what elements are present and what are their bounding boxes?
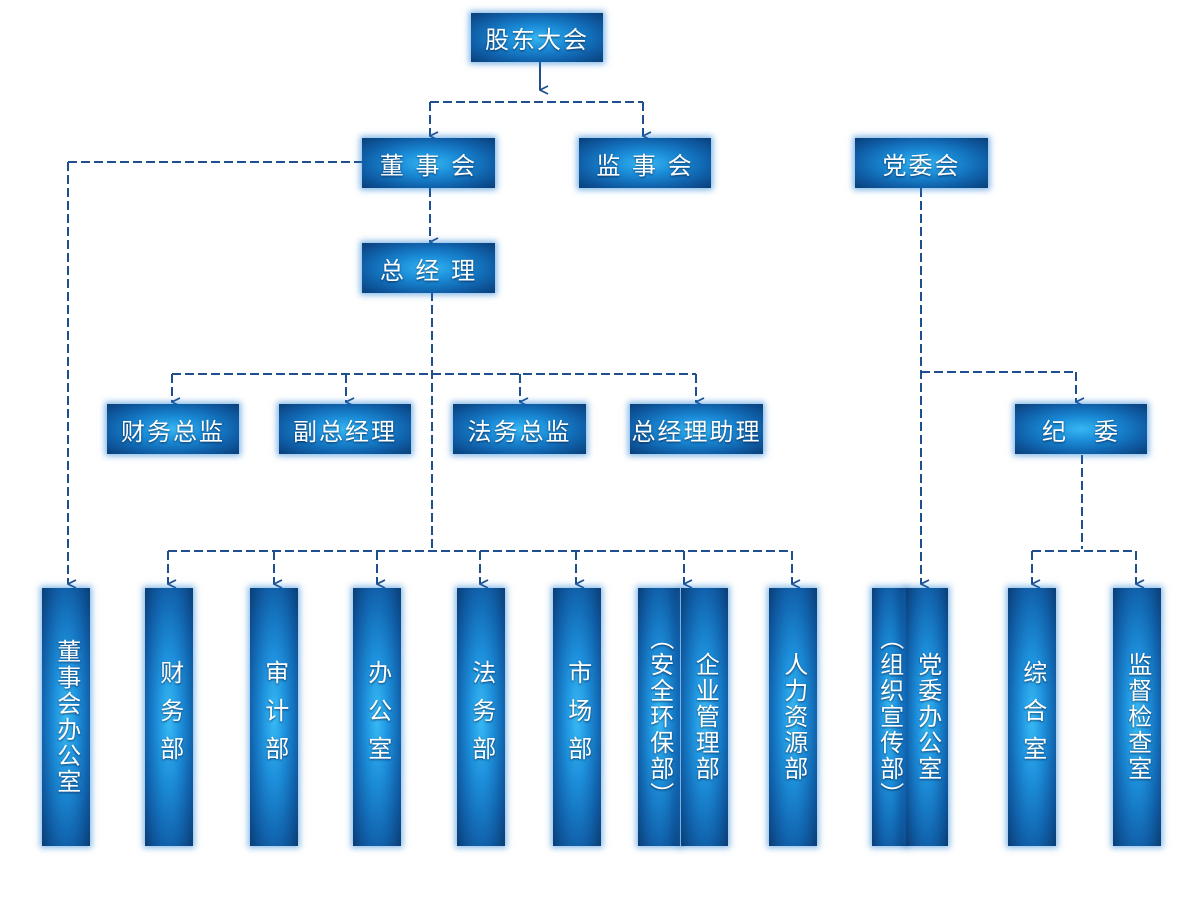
dept-enterprise-mgmt: 企业管理部 <box>681 588 728 846</box>
dept-general-office-label: 综合室 <box>1018 660 1047 774</box>
dept-safety-env-label: （安全环保部） <box>645 626 674 808</box>
dept-board-office: 董事会办公室 <box>42 588 90 846</box>
dept-legal-label: 法务部 <box>467 660 496 774</box>
dept-office: 办公室 <box>353 588 401 846</box>
dept-hr: 人力资源部 <box>769 588 817 846</box>
dept-general-office: 综合室 <box>1008 588 1056 846</box>
deputy-gm-box: 副总经理 <box>279 404 411 454</box>
dept-inspection: 监督检查室 <box>1113 588 1161 846</box>
dept-finance-label: 财务部 <box>155 660 184 774</box>
dept-board-office-label: 董事会办公室 <box>52 639 81 795</box>
dept-party-office-label: 党委办公室 <box>913 652 942 782</box>
legal-director-box: 法务总监 <box>453 404 586 454</box>
shareholders-meeting-box: 股东大会 <box>471 13 603 62</box>
gm-assistant-box: 总经理助理 <box>630 404 763 454</box>
dept-legal: 法务部 <box>457 588 505 846</box>
supervisory-board-box: 监 事 会 <box>579 138 711 188</box>
discipline-committee-box: 纪 委 <box>1015 404 1147 454</box>
dept-finance: 财务部 <box>145 588 193 846</box>
dept-organization-label: （组织宣传部） <box>875 626 904 808</box>
party-committee-box: 党委会 <box>855 138 988 188</box>
dept-inspection-label: 监督检查室 <box>1123 652 1152 782</box>
dept-market-label: 市场部 <box>563 660 592 774</box>
dept-audit-label: 审计部 <box>260 660 289 774</box>
dept-audit: 审计部 <box>250 588 298 846</box>
dept-organization: （组织宣传部） <box>872 588 906 846</box>
dept-enterprise-mgmt-label: 企业管理部 <box>691 652 720 782</box>
dept-market: 市场部 <box>553 588 601 846</box>
dept-party-office: 党委办公室 <box>906 588 948 846</box>
dept-hr-label: 人力资源部 <box>779 652 808 782</box>
general-manager-box: 总 经 理 <box>362 243 495 293</box>
dept-office-label: 办公室 <box>363 660 392 774</box>
board-of-directors-box: 董 事 会 <box>362 138 495 188</box>
cfo-box: 财务总监 <box>107 404 239 454</box>
dept-safety-env: （安全环保部） <box>638 588 680 846</box>
